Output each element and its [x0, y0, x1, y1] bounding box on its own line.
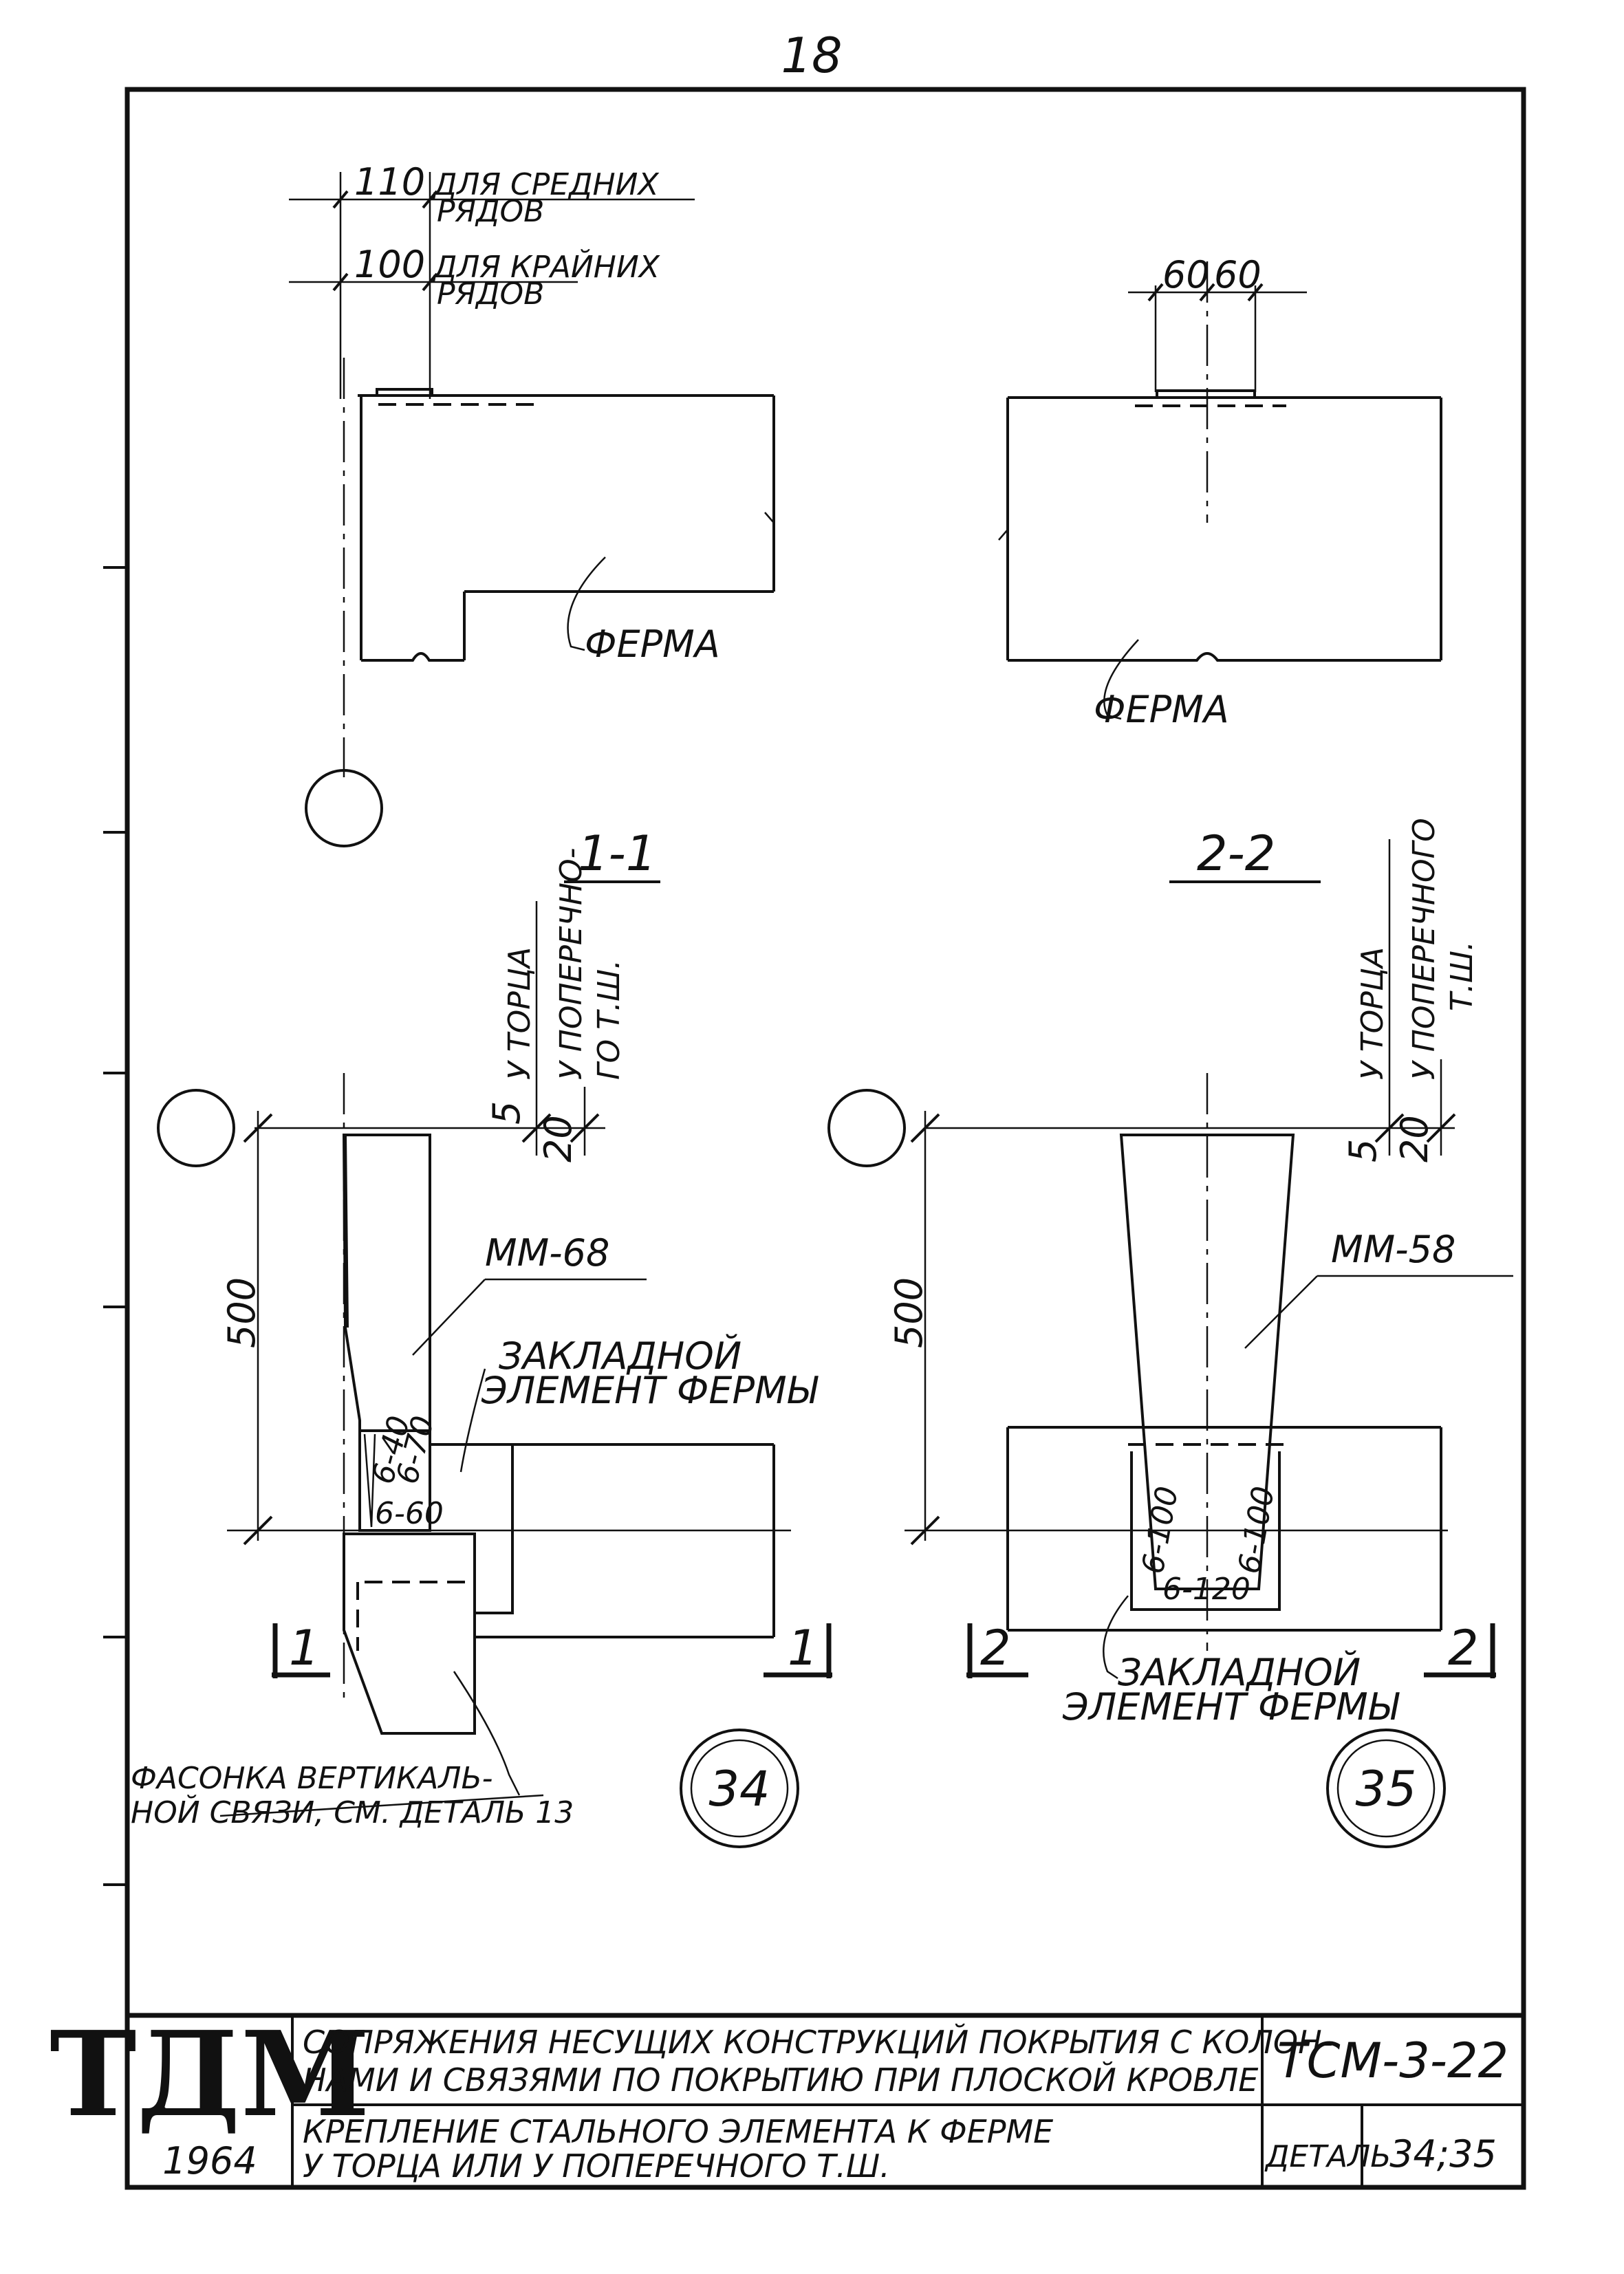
- sheet-frame: [103, 87, 1526, 2190]
- doc-code: ТСМ-3-22: [1277, 2033, 1508, 2089]
- section-1-dim-5: 5: [485, 1101, 528, 1125]
- subtitle-line-1: КРЕПЛЕНИЕ СТАЛЬНОГО ЭЛЕМЕНТА К ФЕРМЕ: [303, 2113, 1053, 2150]
- section-2-dim-500: 500: [887, 1277, 931, 1348]
- detail-value: 34;35: [1389, 2132, 1497, 2176]
- section-2-label-end: У ТОРЦА: [1355, 947, 1390, 1080]
- page-number: 18: [781, 28, 842, 84]
- detail-label: ДЕТАЛЬ: [1264, 2139, 1391, 2174]
- section-1-label-end: У ТОРЦА: [502, 947, 537, 1080]
- label-edge-rows-1: ДЛЯ КРАЙНИХ: [432, 248, 660, 285]
- section-1-embedded-1: ЗАКЛАДНОЙ: [499, 1334, 741, 1378]
- dim-110: 110: [354, 160, 425, 204]
- subtitle-line-2: У ТОРЦА ИЛИ У ПОПЕРЕЧНОГО Т.Ш.: [303, 2147, 890, 2185]
- top-view-left: 110 ДЛЯ СРЕДНИХ РЯДОВ 100 ДЛЯ КРАЙНИХ РЯ…: [289, 160, 775, 847]
- section-1-dim-500: 500: [220, 1277, 263, 1348]
- year: 1964: [162, 2139, 257, 2183]
- section-2-weld-b: 6-100: [1232, 1484, 1281, 1577]
- section-2-embedded-2: ЭЛЕМЕНТ ФЕРМЫ: [1062, 1685, 1400, 1729]
- axis-circle-section-2: [827, 1089, 906, 1167]
- section-1-weld-c: 6-60: [375, 1496, 444, 1531]
- section-2-title: 2-2: [1197, 825, 1275, 882]
- dim-100: 100: [354, 243, 425, 286]
- section-2-label-transverse-2: Т.Ш.: [1444, 941, 1480, 1011]
- label-middle-rows-1: ДЛЯ СРЕДНИХ: [432, 167, 659, 202]
- section-1-dim-20: 20: [537, 1115, 580, 1162]
- section-2-2: 2-2 У ТОРЦА У ПОПЕРЕЧНОГО Т.Ш. 5 20 500 …: [827, 818, 1513, 1848]
- dim-60-b: 60: [1214, 253, 1262, 296]
- detail-34: 34: [708, 1761, 770, 1817]
- section-1-gusset-1: ФАСОНКА ВЕРТИКАЛЬ-: [131, 1761, 493, 1796]
- section-1-cut-left: 1: [289, 1620, 320, 1676]
- section-2-label-transverse-1: У ПОПЕРЕЧНОГО: [1407, 818, 1442, 1080]
- section-1-label-transverse-2: ГО Т.Ш.: [592, 960, 627, 1080]
- axis-circle-section-1: [157, 1089, 235, 1167]
- section-2-weld-a: 6-100: [1136, 1484, 1185, 1577]
- section-1-title: 1-1: [578, 825, 656, 882]
- section-2-steel-label: ММ-58: [1331, 1228, 1455, 1271]
- section-2-dim-20: 20: [1393, 1115, 1436, 1162]
- section-2-embedded-1: ЗАКЛАДНОЙ: [1118, 1651, 1361, 1694]
- title-line-2: НАМИ И СВЯЗЯМИ ПО ПОКРЫТИЮ ПРИ ПЛОСКОЙ К…: [303, 2061, 1258, 2099]
- logo: ТДМ: [50, 2006, 370, 2143]
- top-view-right: 60 60 ФЕРМА: [998, 253, 1442, 731]
- section-1-embedded-2: ЭЛЕМЕНТ ФЕРМЫ: [481, 1369, 819, 1412]
- section-1-cut-right: 1: [788, 1620, 819, 1676]
- truss-label-left: ФЕРМА: [585, 622, 720, 666]
- section-2-cut-right: 2: [1448, 1620, 1479, 1676]
- title-line-1: СОПРЯЖЕНИЯ НЕСУЩИХ КОНСТРУКЦИЙ ПОКРЫТИЯ …: [303, 2024, 1333, 2061]
- section-1-label-transverse-1: У ПОПЕРЕЧНО-: [554, 848, 589, 1081]
- label-edge-rows-2: РЯДОВ: [437, 277, 544, 312]
- section-1-1: 1-1 У ТОРЦА У ПОПЕРЕЧНО- ГО Т.Ш. 5 20 50…: [131, 825, 832, 1848]
- dim-60-a: 60: [1162, 253, 1210, 296]
- section-2-dim-5: 5: [1341, 1139, 1385, 1162]
- title-block: ТДМ 1964 СОПРЯЖЕНИЯ НЕСУЩИХ КОНСТРУКЦИЙ …: [50, 2006, 1526, 2190]
- axis-circle-top: [305, 769, 383, 847]
- section-1-steel-label: ММ-68: [485, 1231, 609, 1275]
- section-2-weld-c: 6-120: [1162, 1572, 1251, 1607]
- section-2-cut-left: 2: [980, 1620, 1011, 1676]
- detail-35: 35: [1355, 1761, 1416, 1817]
- section-1-gusset-2: НОЙ СВЯЗИ, СМ. ДЕТАЛЬ 13: [131, 1794, 574, 1830]
- truss-label-right: ФЕРМА: [1094, 688, 1229, 731]
- label-middle-rows-2: РЯДОВ: [437, 194, 544, 229]
